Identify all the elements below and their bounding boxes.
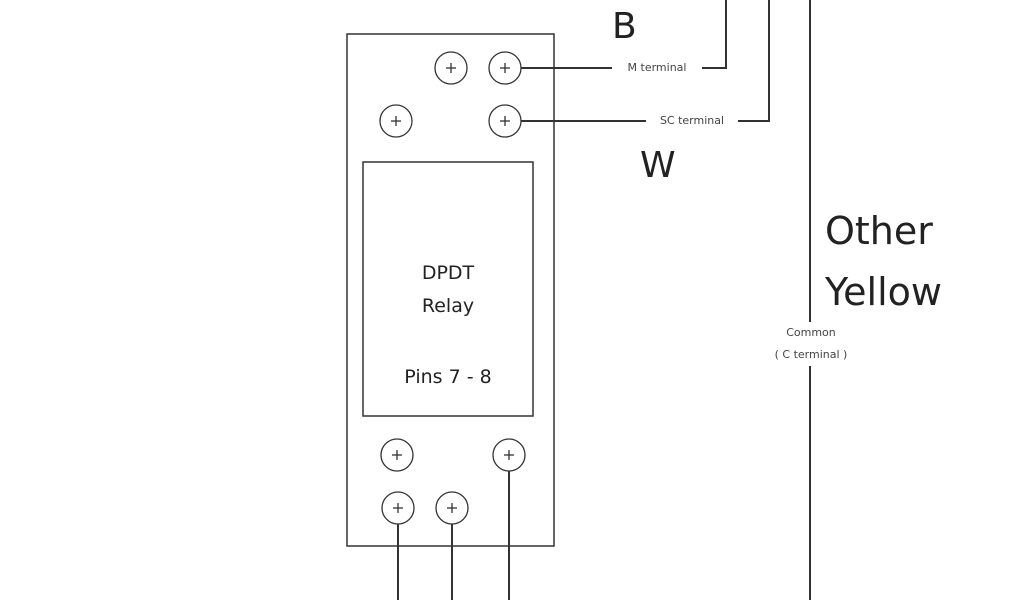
relay-label-line1: DPDT	[422, 262, 475, 284]
sc-terminal-wire	[505, 0, 770, 122]
common-label-line1: Common	[786, 326, 836, 339]
sc-terminal-label-bg	[646, 113, 738, 127]
relay-label-line2: Relay	[422, 295, 474, 317]
terminal-top-left	[434, 51, 468, 85]
m-terminal-label: M terminal	[628, 61, 687, 74]
sc-terminal-label: SC terminal	[660, 114, 724, 127]
common-label-line2: ( C terminal )	[775, 348, 848, 361]
terminal-second-left	[379, 104, 413, 138]
wire-letter-w: W	[640, 145, 676, 186]
terminal-lower-right	[492, 438, 526, 472]
terminal-bottom-left	[381, 491, 415, 525]
relay-inner-box	[362, 161, 534, 417]
common-label-bg	[768, 322, 854, 366]
terminal-lower-left	[380, 438, 414, 472]
terminal-m	[488, 51, 522, 85]
relay-pins-label: Pins 7 - 8	[404, 366, 491, 388]
terminal-bottom-middle	[435, 491, 469, 525]
terminal-sc	[488, 104, 522, 138]
wire-letter-b: B	[612, 6, 637, 47]
yellow-label: Yellow	[824, 270, 942, 314]
other-label: Other	[825, 209, 933, 253]
m-terminal-wire	[505, 0, 727, 69]
m-terminal-label-bg	[612, 60, 702, 74]
